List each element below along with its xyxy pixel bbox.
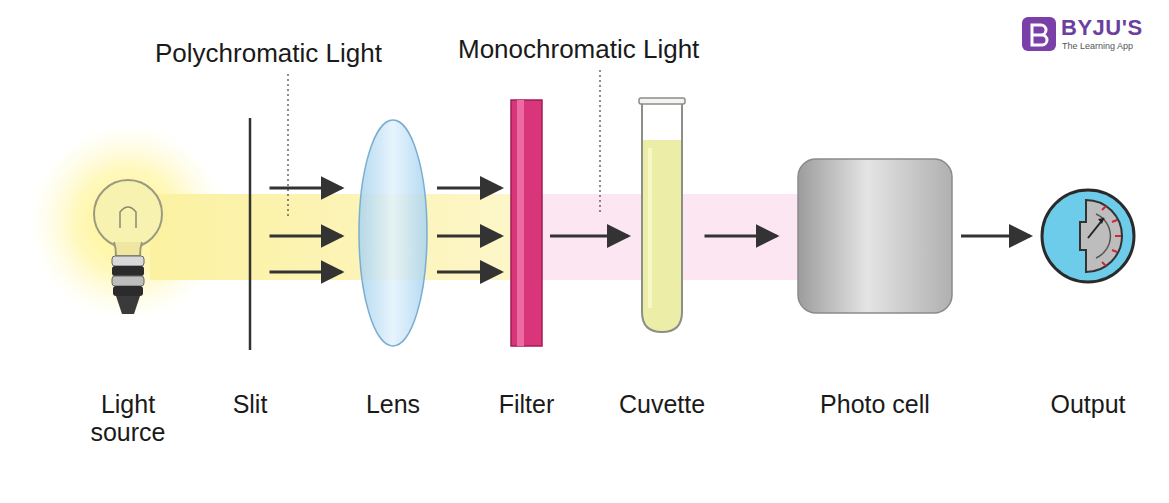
component-label: Lens — [366, 390, 420, 418]
slit-drawing — [244, 118, 256, 350]
light-bulb: Light source — [92, 168, 164, 324]
light-arrow — [961, 236, 1030, 237]
convex-lens-drawing — [357, 118, 429, 348]
arrow-line — [705, 235, 777, 238]
arrow-line — [437, 235, 501, 238]
component-label: Photo cell — [820, 390, 930, 418]
beam-label: Polychromatic Light — [152, 38, 385, 68]
component-label: Filter — [499, 390, 555, 418]
logo-tagline: The Learning App — [1062, 41, 1133, 52]
convex-lens: Lens — [357, 118, 429, 348]
cuvette: Cuvette — [638, 98, 686, 334]
filter-drawing — [511, 100, 542, 346]
arrow-line — [437, 271, 501, 274]
photo-cell: Photo cell — [797, 158, 953, 314]
arrow-line — [961, 235, 1030, 238]
arrow-line — [437, 187, 501, 190]
arrow-line — [270, 235, 342, 238]
photo-cell-drawing — [797, 158, 953, 314]
cuvette-drawing — [638, 98, 686, 334]
leader-line — [599, 70, 601, 214]
logo-wordmark: BYJU'S — [1061, 16, 1143, 40]
filter: Filter — [511, 100, 542, 346]
light-arrow — [705, 236, 777, 237]
output-meter: Output — [1040, 188, 1136, 284]
slit: Slit — [244, 118, 256, 350]
component-label: Light source — [73, 390, 183, 446]
output-meter-drawing — [1040, 188, 1136, 284]
logo-icon — [1022, 17, 1056, 51]
logo-icon-mark — [1032, 25, 1047, 45]
light-bulb-drawing — [92, 168, 164, 324]
component-label: Output — [1050, 390, 1125, 418]
polychromatic-beam — [150, 194, 512, 280]
light-arrow — [270, 188, 342, 272]
arrow-line — [270, 271, 342, 274]
arrow-line — [550, 235, 628, 238]
light-arrow — [550, 236, 628, 237]
light-arrow — [437, 188, 501, 272]
arrow-line — [270, 187, 342, 190]
component-label: Slit — [233, 390, 268, 418]
component-label: Cuvette — [619, 390, 705, 418]
beam-label: Monochromatic Light — [455, 34, 702, 64]
leader-line — [287, 74, 289, 216]
